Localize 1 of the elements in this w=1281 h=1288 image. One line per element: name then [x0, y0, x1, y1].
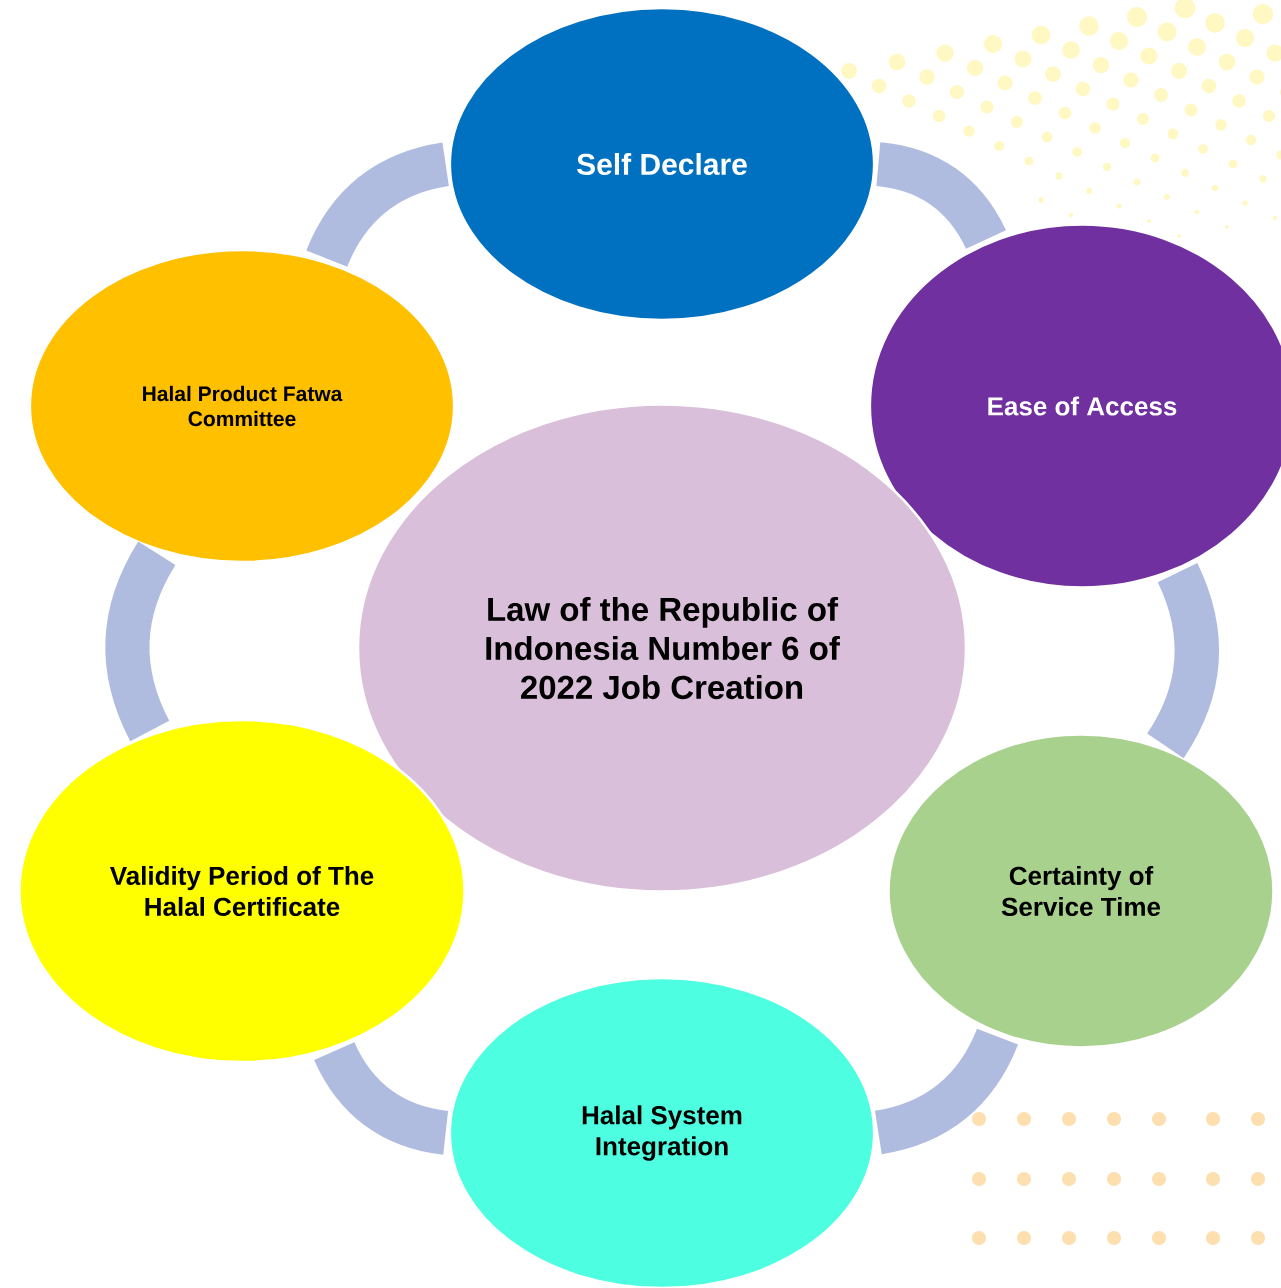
ring-segment — [874, 1027, 1018, 1155]
